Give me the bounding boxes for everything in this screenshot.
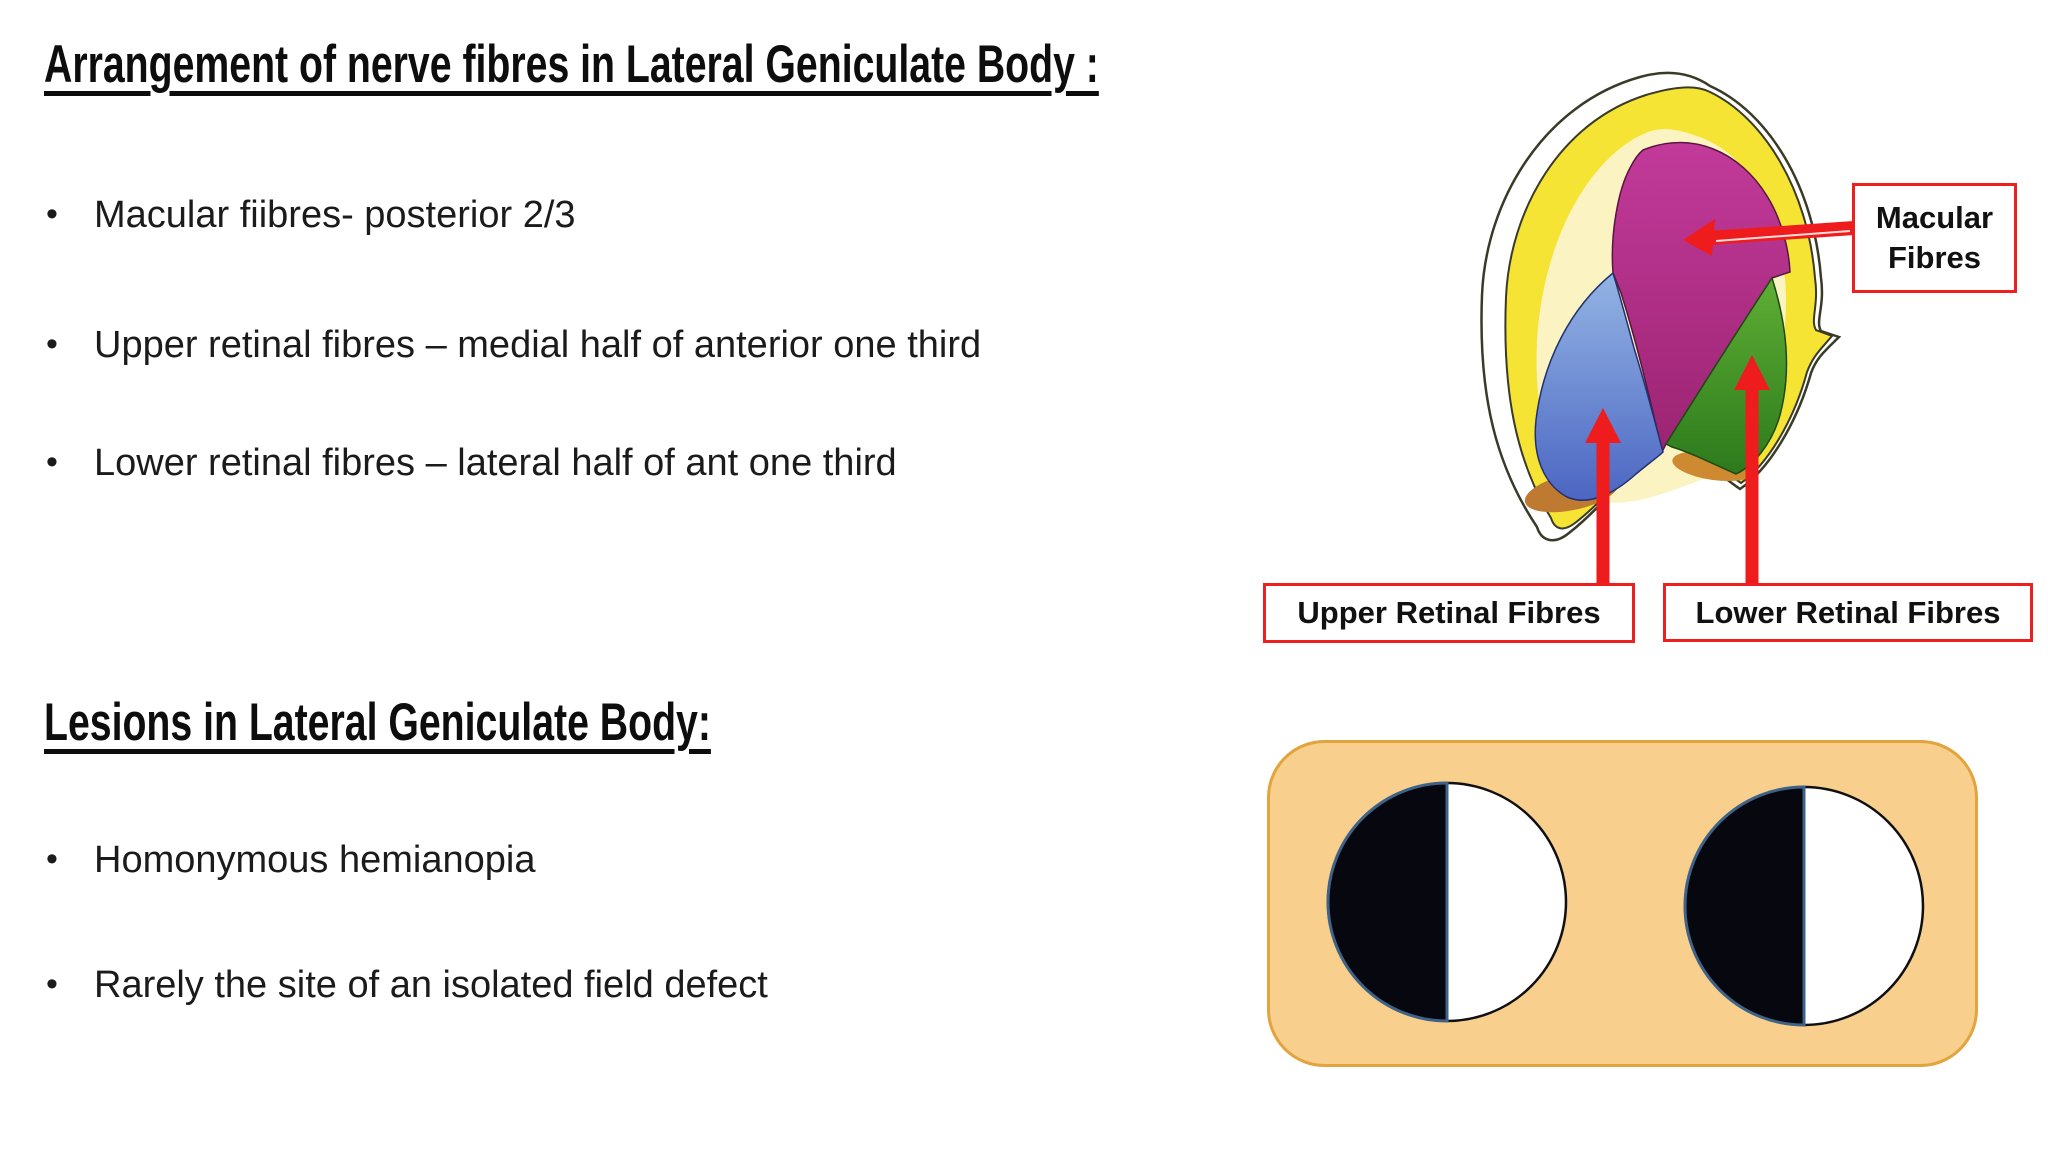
macular-arrow xyxy=(1683,219,1855,256)
lower-retinal-arrow xyxy=(1734,355,1770,585)
page-title-text: Arrangement of nerve fibres in Lateral G… xyxy=(44,35,1099,94)
left-eye-blind-half xyxy=(1326,781,1449,1023)
page-title: Arrangement of nerve fibres in Lateral G… xyxy=(44,36,1469,94)
macular-fibres-label: Macular Fibres xyxy=(1852,183,2017,293)
upper-retinal-fibres-label: Upper Retinal Fibres xyxy=(1263,583,1635,643)
right-eye-blind-half xyxy=(1683,785,1806,1027)
left-eye-field xyxy=(1326,781,1568,1023)
list-item: Homonymous hemianopia xyxy=(44,836,535,883)
upper-retinal-region xyxy=(1534,271,1664,501)
list-item: Macular fiibres- posterior 2/3 xyxy=(44,191,576,238)
right-eye-field xyxy=(1683,785,1925,1027)
list-item: Lower retinal fibres – lateral half of a… xyxy=(44,439,897,486)
section-heading-text: Lesions in Lateral Geniculate Body: xyxy=(44,693,711,752)
lgb-diagram xyxy=(1480,71,1855,585)
section-heading-lesions: Lesions in Lateral Geniculate Body: xyxy=(44,694,945,752)
lower-retinal-fibres-label: Lower Retinal Fibres xyxy=(1663,583,2033,642)
list-item: Upper retinal fibres – medial half of an… xyxy=(44,321,981,368)
upper-retinal-arrow xyxy=(1585,408,1621,585)
list-item: Rarely the site of an isolated field def… xyxy=(44,961,768,1008)
visual-field-diagram xyxy=(1267,740,1978,1067)
